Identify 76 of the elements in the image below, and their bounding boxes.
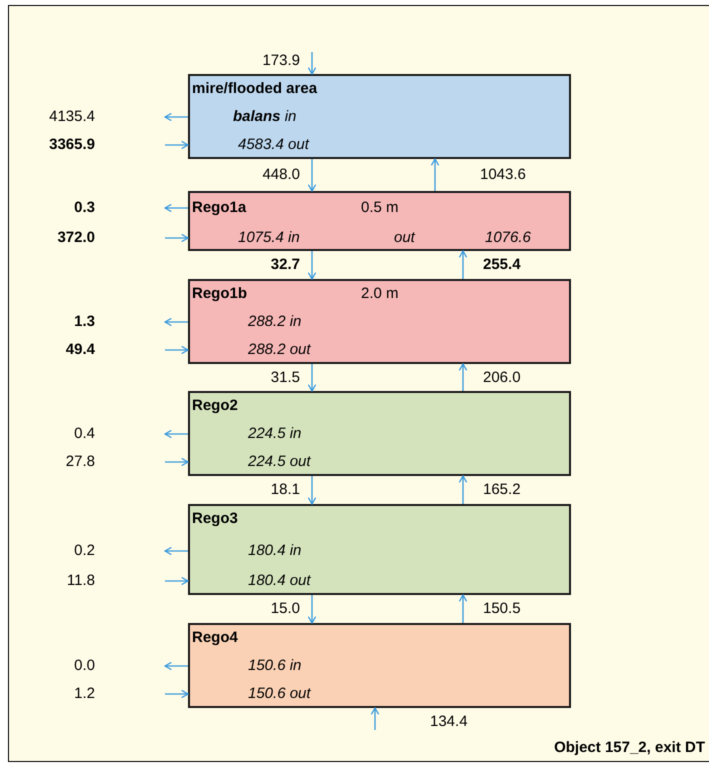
arrow	[458, 363, 468, 391]
arrow	[308, 52, 316, 75]
edge-label: 27.8	[66, 452, 95, 472]
edge-label: 150.5	[483, 599, 521, 619]
layer-value: 288.2 in	[248, 312, 302, 332]
edge-label: 3365.9	[49, 135, 95, 155]
edge-label: 0.4	[74, 424, 95, 444]
edge-label: 18.1	[270, 480, 300, 500]
layer-value: 1075.4 in	[238, 228, 300, 248]
arrow	[164, 546, 188, 556]
layer-value: 288.2 out	[248, 340, 311, 360]
edge-label: 206.0	[483, 368, 521, 388]
arrow	[370, 707, 380, 730]
arrow	[165, 346, 189, 354]
layer-title: mire/flooded area	[192, 79, 318, 99]
edge-label: 255.4	[483, 255, 521, 275]
edge-label: 1.2	[74, 684, 95, 704]
layer-title: Rego1b	[192, 284, 248, 304]
edge-label: 0.3	[74, 198, 95, 218]
layer-title: Rego4	[192, 628, 238, 648]
arrow	[430, 158, 440, 191]
arrow	[164, 204, 188, 212]
layer-box	[188, 504, 571, 595]
arrow	[164, 112, 188, 122]
layer-value: 150.6 out	[248, 684, 311, 704]
layer-value: 2.0 m	[361, 284, 399, 304]
edge-label: 15.0	[270, 599, 300, 619]
layer-value: 150.6 in	[248, 656, 302, 676]
edge-label: 165.2	[483, 480, 521, 500]
object-caption: Object 157_2, exit DT	[554, 738, 705, 758]
edge-label: 32.7	[270, 255, 300, 275]
layer-value: 224.5 in	[248, 424, 302, 444]
arrow	[164, 430, 188, 438]
layer-box	[188, 191, 571, 251]
layer-box	[188, 391, 571, 476]
arrow	[458, 594, 468, 623]
edge-label: 173.9	[262, 51, 300, 71]
arrow	[308, 251, 316, 280]
arrow	[308, 364, 316, 392]
layer-value: 0.5 m	[361, 198, 399, 218]
arrow	[458, 475, 468, 504]
layer-box	[188, 623, 571, 708]
edge-label: 134.4	[430, 712, 468, 732]
arrow	[164, 318, 188, 326]
layer-title: Rego2	[192, 396, 238, 416]
edge-label: 448.0	[262, 165, 300, 185]
edge-label: 4135.4	[49, 107, 95, 127]
edge-label: 1043.6	[480, 165, 526, 185]
arrow	[165, 140, 189, 150]
layer-value: 4583.4 out	[238, 135, 309, 155]
layer-title: Rego3	[192, 509, 238, 529]
layer-value: balans in	[233, 107, 296, 127]
edge-label: 0.0	[74, 656, 95, 676]
layer-title: Rego1a	[192, 198, 246, 218]
edge-label: 372.0	[57, 228, 95, 248]
arrow	[308, 159, 316, 192]
arrow	[165, 234, 189, 242]
arrow	[308, 595, 316, 624]
arrow	[458, 250, 468, 279]
layer-value: 1076.6	[485, 228, 531, 248]
layer-value: 180.4 in	[248, 541, 302, 561]
arrow	[165, 576, 189, 586]
arrow	[165, 458, 189, 466]
edge-label: 31.5	[270, 368, 300, 388]
layer-value: 180.4 out	[248, 571, 311, 591]
layer-value: 224.5 out	[248, 452, 311, 472]
edge-label: 1.3	[74, 312, 95, 332]
edge-label: 11.8	[66, 571, 95, 591]
arrow	[308, 476, 316, 505]
layer-box	[188, 279, 571, 364]
edge-label: 0.2	[74, 541, 95, 561]
layer-value: out	[394, 228, 415, 248]
layer-box	[188, 74, 571, 159]
arrow	[164, 662, 188, 670]
edge-label: 49.4	[66, 340, 95, 360]
arrow	[165, 690, 189, 698]
